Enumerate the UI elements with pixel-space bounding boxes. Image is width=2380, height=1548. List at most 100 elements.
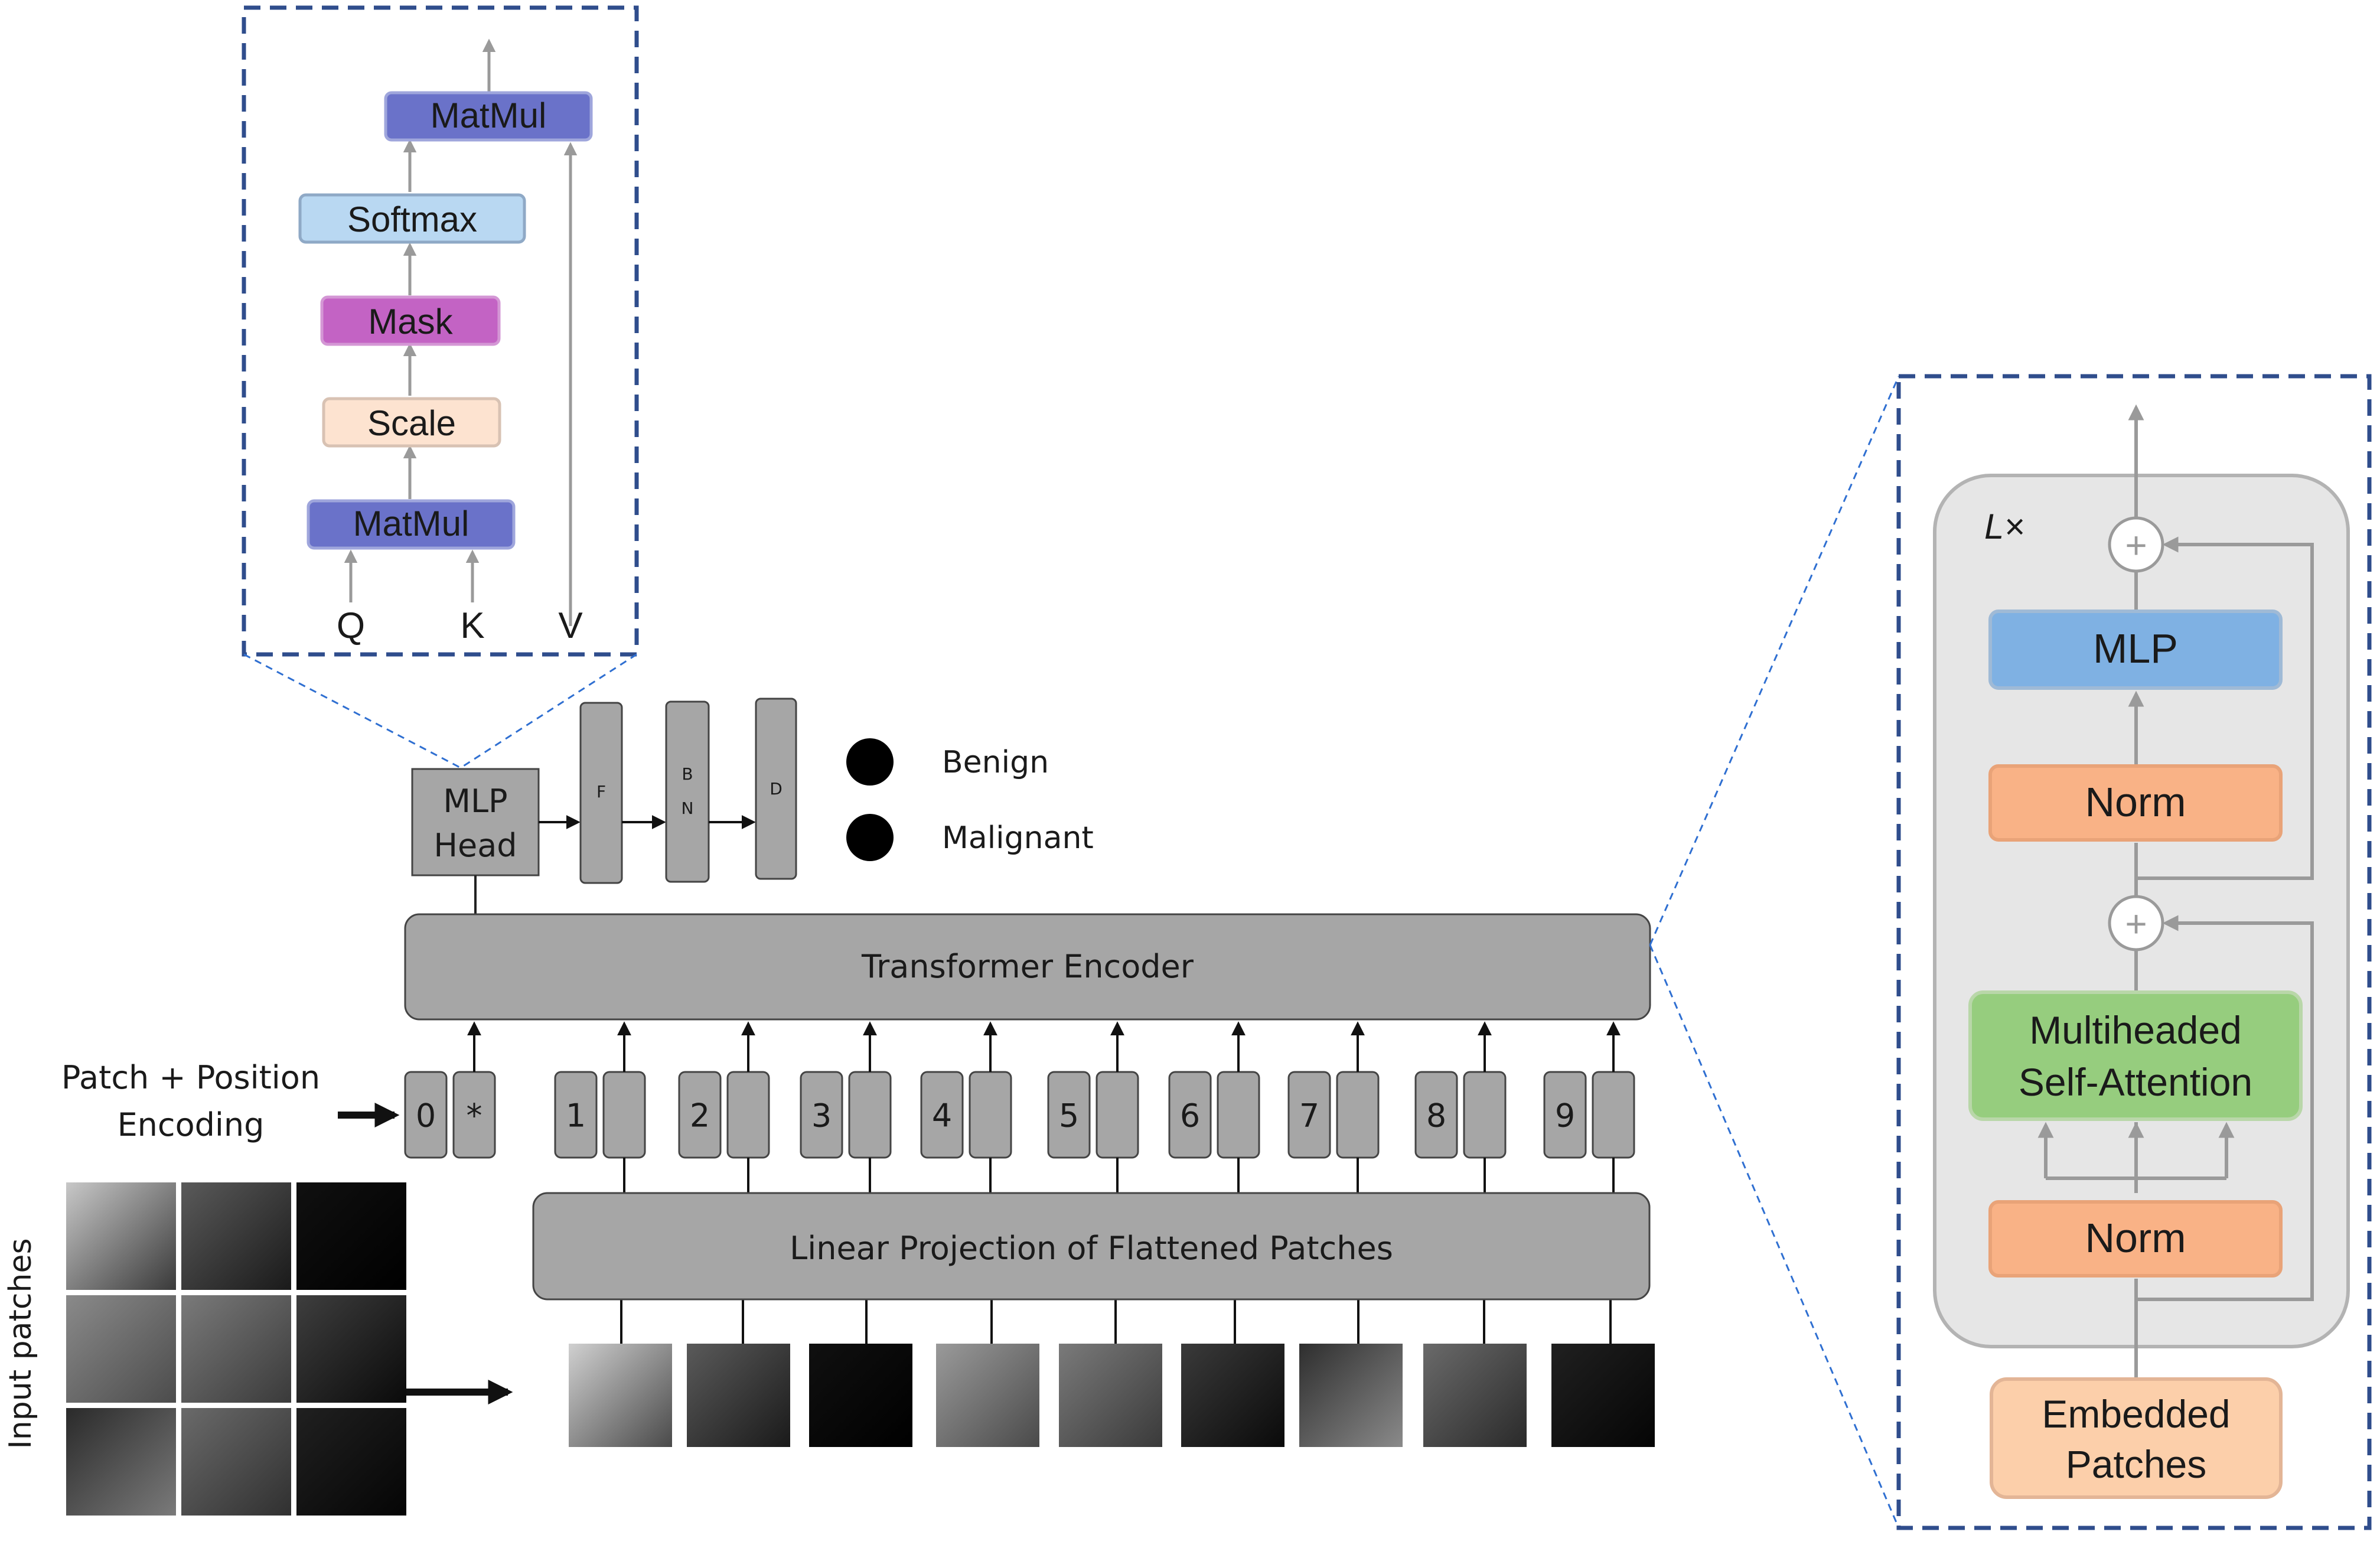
- scale-box: [322, 397, 501, 448]
- patch-embedding-box: [1463, 1071, 1507, 1159]
- position-token-label: 5: [1059, 1097, 1079, 1135]
- norm-bottom-box: [1988, 1200, 2283, 1277]
- transformer-encoder-label: Transformer Encoder: [861, 948, 1194, 985]
- patch-embedding-box: [602, 1071, 646, 1159]
- flattened-patch: [809, 1344, 912, 1447]
- position-token-box: [1543, 1071, 1587, 1159]
- malignant-dot: [846, 814, 894, 861]
- mlp-label: MLP: [2093, 625, 2178, 672]
- layer-bn-label-b: B: [682, 764, 693, 784]
- scale-label: Scale: [367, 403, 456, 443]
- embedded-label-line1: Embedded: [2042, 1392, 2230, 1436]
- mlp-head-line2: Head: [433, 827, 517, 864]
- input-q-label: Q: [337, 605, 365, 646]
- token-box: [404, 1071, 448, 1159]
- projection-connectors: [620, 1158, 1615, 1344]
- matmul-top-label: MatMul: [431, 96, 547, 135]
- position-token-box: [678, 1071, 722, 1159]
- position-token-box: [1047, 1071, 1091, 1159]
- flattened-patch: [1551, 1344, 1655, 1447]
- norm-top-box: [1988, 764, 2283, 842]
- layer-d-label: D: [770, 779, 783, 799]
- residual-1: [2136, 915, 2314, 1301]
- position-token-label: 2: [690, 1097, 710, 1135]
- malignant-label: Malignant: [942, 820, 1094, 856]
- matmul-bottom-label: MatMul: [353, 504, 470, 543]
- flattened-patch: [569, 1344, 672, 1447]
- image-grid-cell: [296, 1295, 406, 1403]
- layer-bn-box: [665, 700, 710, 883]
- zoom-line-top: [1649, 376, 1900, 946]
- zoom-line-right: [460, 653, 637, 769]
- token-label: *: [467, 1097, 482, 1135]
- mlp-head-line1: MLP: [443, 783, 507, 820]
- patch-embedding-box: [726, 1071, 770, 1159]
- input-k-label: K: [460, 605, 484, 646]
- patch-embedding-box: [1096, 1071, 1139, 1159]
- matmul-top-box: [384, 91, 593, 142]
- encoder-dashed-border: [1896, 374, 2372, 1530]
- transformer-encoder-box: [404, 913, 1651, 1021]
- mammogram-grid: [66, 1182, 406, 1516]
- image-grid-cell: [66, 1408, 176, 1516]
- image-grid-cell: [296, 1182, 406, 1290]
- plus-circle-bottom: [2108, 895, 2164, 951]
- image-grid-cell: [296, 1408, 406, 1516]
- mlp-head-box: [411, 768, 540, 876]
- norm-bottom-label: Norm: [2085, 1215, 2186, 1261]
- layer-f-label: F: [596, 782, 606, 801]
- input-image: Input patches: [3, 1182, 1655, 1516]
- image-grid-cell: [181, 1182, 291, 1290]
- linear-projection-box: [532, 1192, 1651, 1301]
- attention-dashed-border: [242, 5, 639, 657]
- embedded-patches-box: [1990, 1377, 2283, 1499]
- encoder-input-arrows: [467, 1021, 1621, 1072]
- attention-detail-panel: MatMul Softmax Mask Scale MatMul Q K V: [242, 5, 639, 657]
- classification-head: MLP Head F B N D Benign Malignant: [411, 698, 1094, 914]
- mask-label: Mask: [368, 302, 453, 341]
- attention-box: [1968, 990, 2303, 1121]
- norm-top-label: Norm: [2085, 779, 2186, 825]
- patch-position-line1: Patch + Position: [61, 1059, 320, 1096]
- token-label: 0: [416, 1097, 436, 1135]
- image-grid-cell: [181, 1408, 291, 1516]
- patch-embedding-box: [1592, 1071, 1635, 1159]
- residual-2: [2136, 536, 2314, 880]
- input-v-label: V: [558, 605, 583, 646]
- position-token-label: 3: [811, 1097, 832, 1135]
- patch-embedding-box: [1336, 1071, 1380, 1159]
- position-token-box: [800, 1071, 843, 1159]
- input-patches-label: Input patches: [3, 1238, 38, 1449]
- position-token-box: [1168, 1071, 1212, 1159]
- position-token-box: [1287, 1071, 1331, 1159]
- position-token-label: 6: [1180, 1097, 1200, 1135]
- position-token-label: 8: [1426, 1097, 1446, 1135]
- patch-position-line2: Encoding: [118, 1106, 265, 1143]
- attention-label-line2: Self-Attention: [2019, 1060, 2252, 1104]
- position-token-box: [920, 1071, 964, 1159]
- flattened-patch: [687, 1344, 790, 1447]
- position-token-box: [1414, 1071, 1458, 1159]
- softmax-label: Softmax: [347, 200, 477, 239]
- attention-label-line1: Multiheaded: [2029, 1008, 2242, 1052]
- patch-embedding-box: [1217, 1071, 1260, 1159]
- image-grid-cell: [181, 1295, 291, 1403]
- position-token-box: [554, 1071, 598, 1159]
- mlp-box: [1988, 610, 2283, 690]
- zoom-line-bottom: [1649, 944, 1900, 1529]
- patch-embedding-box: [969, 1071, 1012, 1159]
- image-grid-cell: [66, 1182, 176, 1290]
- layer-d-box: [755, 698, 797, 880]
- position-token-label: 4: [932, 1097, 952, 1135]
- flattened-patch: [1059, 1344, 1162, 1447]
- repeat-label: L×: [1984, 507, 2024, 546]
- embedded-label-line2: Patches: [2066, 1442, 2206, 1486]
- plus-sign-bottom: +: [2125, 902, 2147, 945]
- encoder-detail-panel: L× + + MLP Norm Multiheaded Self-Attenti…: [1896, 374, 2372, 1530]
- layer-f-box: [579, 702, 623, 884]
- flattened-patch: [1299, 1344, 1403, 1447]
- flattened-patch: [1181, 1344, 1284, 1447]
